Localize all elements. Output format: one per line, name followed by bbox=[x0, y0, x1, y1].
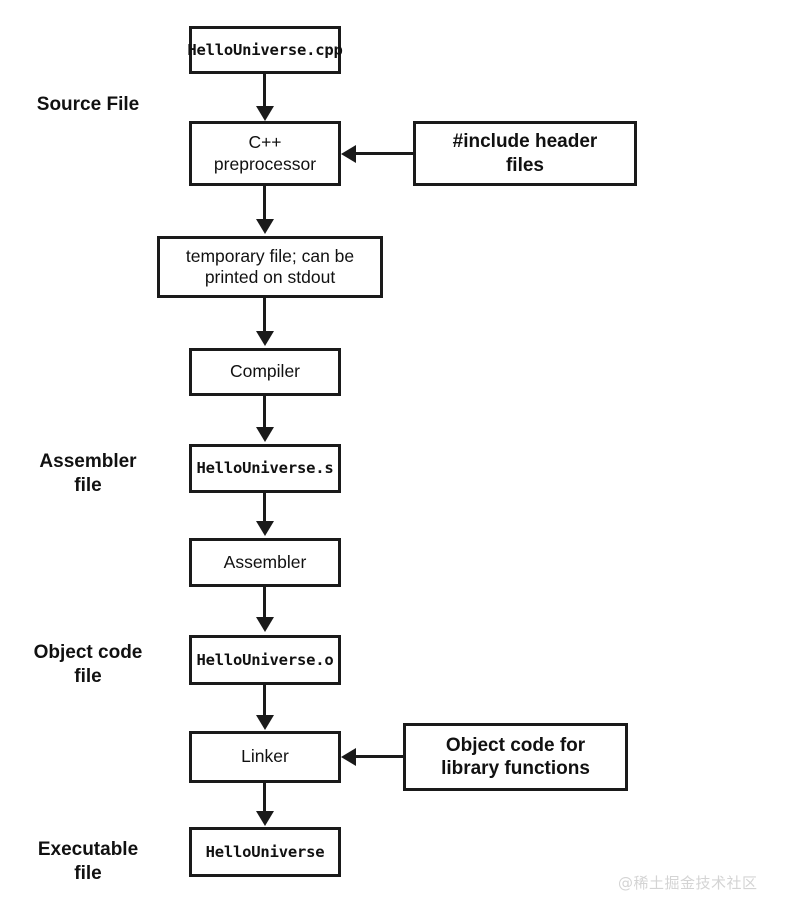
arrowhead-temp-to-compiler bbox=[256, 331, 274, 346]
node-include-header-files[interactable]: #include header files bbox=[413, 121, 637, 186]
node-object-code-library[interactable]: Object code for library functions bbox=[403, 723, 628, 791]
node-hello-universe-exe[interactable]: HelloUniverse bbox=[189, 827, 341, 877]
watermark: @稀土掘金技术社区 bbox=[618, 874, 758, 892]
node-temporary-file[interactable]: temporary file; can be printed on stdout bbox=[157, 236, 383, 298]
node-hello-universe-s[interactable]: HelloUniverse.s bbox=[189, 444, 341, 493]
connector-temp-to-compiler bbox=[263, 298, 266, 333]
connector-obj-file-to-linker bbox=[263, 685, 266, 716]
node-hello-universe-o[interactable]: HelloUniverse.o bbox=[189, 635, 341, 685]
arrowhead-obj-file-to-linker bbox=[256, 715, 274, 730]
stage-label-object-code-file: Object code file bbox=[33, 642, 143, 688]
connector-compiler-to-asm-file bbox=[263, 396, 266, 429]
node-linker[interactable]: Linker bbox=[189, 731, 341, 783]
node-hello-universe-cpp[interactable]: HelloUniverse.cpp bbox=[187, 26, 343, 74]
connector-linker-to-executable bbox=[263, 783, 266, 812]
arrowhead-preprocessor-to-temp bbox=[256, 219, 274, 234]
stage-label-assembler-file: Assembler file bbox=[39, 451, 137, 497]
arrowhead-include-to-preprocessor bbox=[341, 144, 356, 163]
node-cpp-preprocessor[interactable]: C++ preprocessor bbox=[189, 121, 341, 186]
node-compiler[interactable]: Compiler bbox=[189, 348, 341, 396]
connector-assembler-to-obj-file bbox=[263, 587, 266, 618]
connector-preprocessor-to-temp bbox=[263, 186, 266, 221]
connector-asm-file-to-assembler bbox=[263, 493, 266, 523]
arrowhead-library-to-linker bbox=[341, 747, 356, 766]
connector-cpp-to-preprocessor bbox=[263, 74, 266, 108]
stage-label-source-file: Source File bbox=[36, 94, 140, 115]
arrowhead-asm-file-to-assembler bbox=[256, 521, 274, 536]
connector-library-to-linker bbox=[356, 755, 403, 758]
arrowhead-assembler-to-obj-file bbox=[256, 617, 274, 632]
stage-label-executable-file: Executable file bbox=[37, 839, 139, 885]
node-assembler[interactable]: Assembler bbox=[189, 538, 341, 587]
arrowhead-linker-to-executable bbox=[256, 811, 274, 826]
arrowhead-compiler-to-asm-file bbox=[256, 427, 274, 442]
connector-include-to-preprocessor bbox=[356, 152, 413, 155]
arrowhead-cpp-to-preprocessor bbox=[256, 106, 274, 121]
